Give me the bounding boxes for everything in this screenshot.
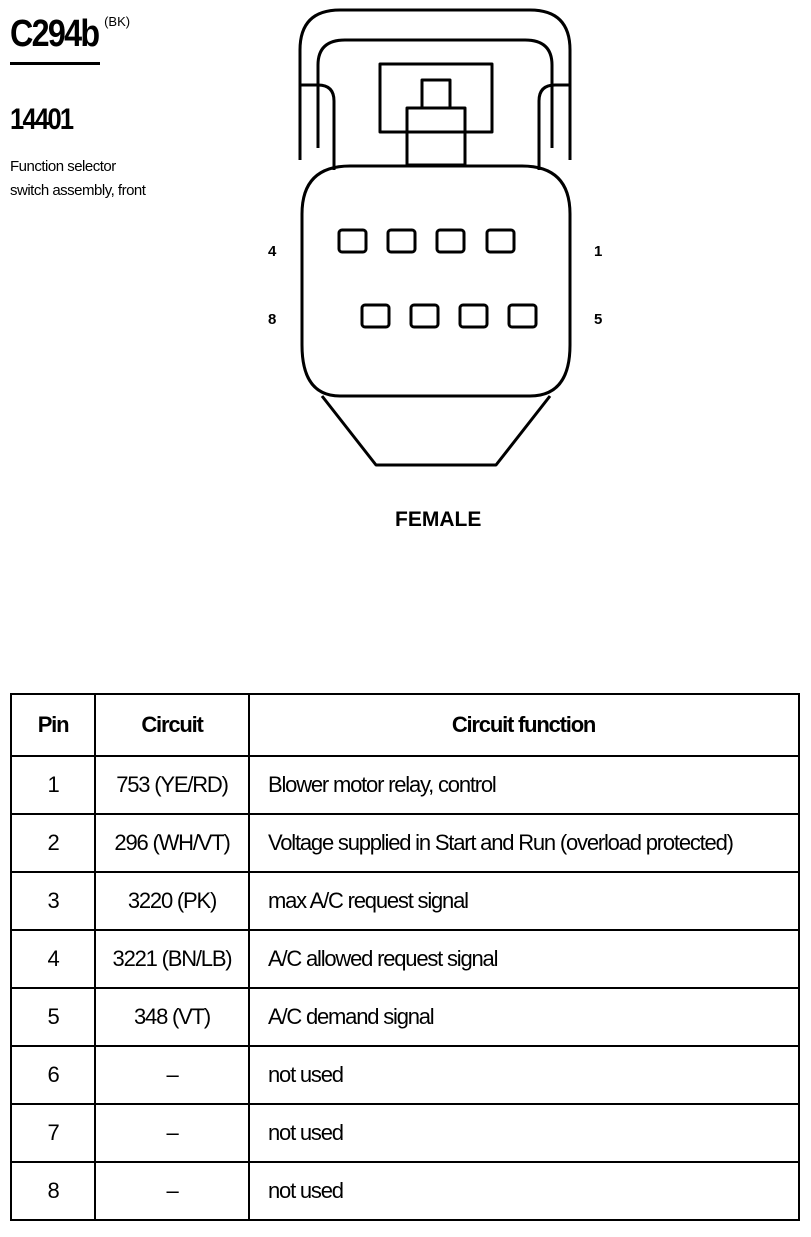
function-cell: A/C allowed request signal [248,929,800,989]
circuit-cell: 753 (YE/RD) [94,755,250,815]
circuit-cell: 3221 (BN/LB) [94,929,250,989]
function-cell: A/C demand signal [248,987,800,1047]
pin-cavity-1 [485,228,516,254]
connector-color: (BK) [104,14,131,29]
function-column-header: Circuit function [248,693,800,757]
pin-cell: 2 [10,813,96,873]
pin-cell: 3 [10,871,96,931]
connector-id: C294b [10,13,100,55]
connector-face-diagram [298,8,572,467]
pin-cavities [337,228,538,329]
connector-header: C294b (BK) 14401 Function selector switc… [10,12,210,203]
table-row: 1 753 (YE/RD) Blower motor relay, contro… [10,755,800,815]
function-cell: not used [248,1045,800,1105]
right-ear [537,83,570,170]
table-header-row: Pin Circuit Circuit function [10,693,800,757]
pin-cell: 8 [10,1161,96,1221]
table-row: 4 3221 (BN/LB) A/C allowed request signa… [10,929,800,989]
circuit-cell: 296 (WH/VT) [94,813,250,873]
connector-body [300,164,572,398]
connector-shroud [320,395,552,467]
table-row: 5 348 (VT) A/C demand signal [10,987,800,1047]
pin-cavity-8 [360,303,391,329]
circuit-column-header: Circuit [94,693,250,757]
pin-cavity-5 [507,303,538,329]
pin-label-top-left: 4 [268,243,277,260]
latch-tab [405,106,467,167]
connector-description: Function selector switch assembly, front [10,158,146,199]
pin-label-top-right: 1 [594,243,603,260]
pin-label-bottom-right: 5 [594,311,603,328]
circuit-cell: 3220 (PK) [94,871,250,931]
function-cell: Voltage supplied in Start and Run (overl… [248,813,800,873]
pin-cell: 1 [10,755,96,815]
circuit-cell: 348 (VT) [94,987,250,1047]
pin-cavity-3 [386,228,417,254]
table-row: 7 – not used [10,1103,800,1163]
table-row: 6 – not used [10,1045,800,1105]
table-row: 3 3220 (PK) max A/C request signal [10,871,800,931]
pin-cavity-7 [409,303,440,329]
circuit-cell: – [94,1103,250,1163]
table-row: 2 296 (WH/VT) Voltage supplied in Start … [10,813,800,873]
latch-inner-outline [316,38,554,148]
function-cell: not used [248,1103,800,1163]
circuit-cell: – [94,1161,250,1221]
pin-cavity-4 [337,228,368,254]
pin-cavity-6 [458,303,489,329]
part-number: 14401 [10,103,74,136]
left-ear [300,83,336,170]
pin-cell: 6 [10,1045,96,1105]
pin-cavity-2 [435,228,466,254]
pin-cell: 7 [10,1103,96,1163]
pin-cell: 4 [10,929,96,989]
latch-small-tab [420,78,452,110]
function-cell: max A/C request signal [248,871,800,931]
function-cell: not used [248,1161,800,1221]
circuit-cell: – [94,1045,250,1105]
connector-gender-label: FEMALE [395,508,482,531]
connector-id-underline [10,62,100,65]
latch-frame [378,62,494,134]
pinout-table: Pin Circuit Circuit function 1 753 (YE/R… [10,693,800,1221]
pin-label-bottom-left: 8 [268,311,277,328]
function-cell: Blower motor relay, control [248,755,800,815]
table-row: 8 – not used [10,1161,800,1221]
connector-id-row: C294b (BK) [10,12,210,56]
latch-outer-outline [298,8,572,160]
pin-cell: 5 [10,987,96,1047]
pin-column-header: Pin [10,693,96,757]
